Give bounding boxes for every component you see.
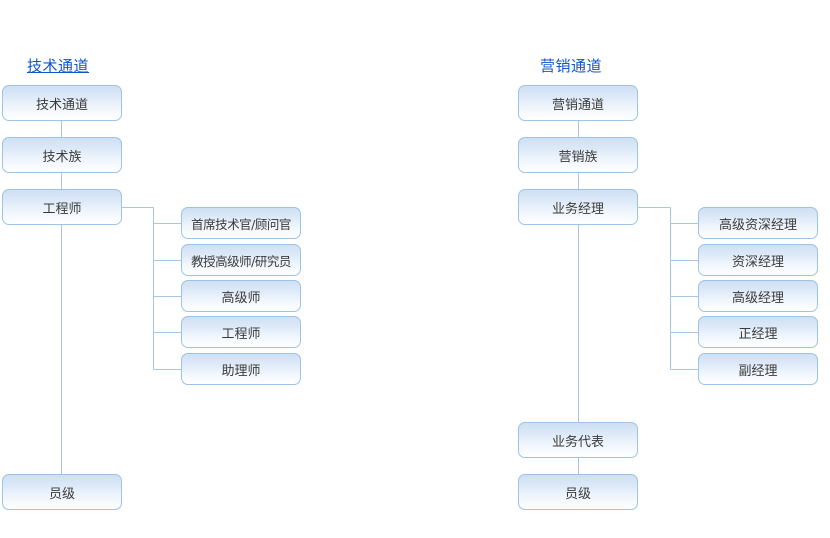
node-marketing-branch-deputy[interactable]: 副经理 <box>698 353 818 385</box>
column-title-marketing[interactable]: 营销通道 <box>540 57 603 75</box>
node-technical-channel[interactable]: 技术通道 <box>2 85 122 121</box>
node-marketing-family[interactable]: 营销族 <box>518 137 638 173</box>
node-marketing-business-manager[interactable]: 业务经理 <box>518 189 638 225</box>
node-marketing-branch-principal[interactable]: 资深经理 <box>698 244 818 276</box>
node-technical-engineer[interactable]: 工程师 <box>2 189 122 225</box>
node-marketing-branch-manager[interactable]: 正经理 <box>698 316 818 348</box>
node-technical-branch-engineer[interactable]: 工程师 <box>181 316 301 348</box>
node-marketing-channel[interactable]: 营销通道 <box>518 85 638 121</box>
node-marketing-staff-level[interactable]: 员级 <box>518 474 638 510</box>
node-marketing-branch-senior-principal[interactable]: 高级资深经理 <box>698 207 818 239</box>
node-technical-branch-senior[interactable]: 高级师 <box>181 280 301 312</box>
column-title-technical[interactable]: 技术通道 <box>27 57 90 75</box>
node-technical-family[interactable]: 技术族 <box>2 137 122 173</box>
node-technical-branch-cto[interactable]: 首席技术官/顾问官 <box>181 207 301 239</box>
node-technical-staff-level[interactable]: 员级 <box>2 474 122 510</box>
node-technical-branch-assistant[interactable]: 助理师 <box>181 353 301 385</box>
node-marketing-branch-senior[interactable]: 高级经理 <box>698 280 818 312</box>
node-technical-branch-professor[interactable]: 教授高级师/研究员 <box>181 244 301 276</box>
node-marketing-business-rep[interactable]: 业务代表 <box>518 422 638 458</box>
